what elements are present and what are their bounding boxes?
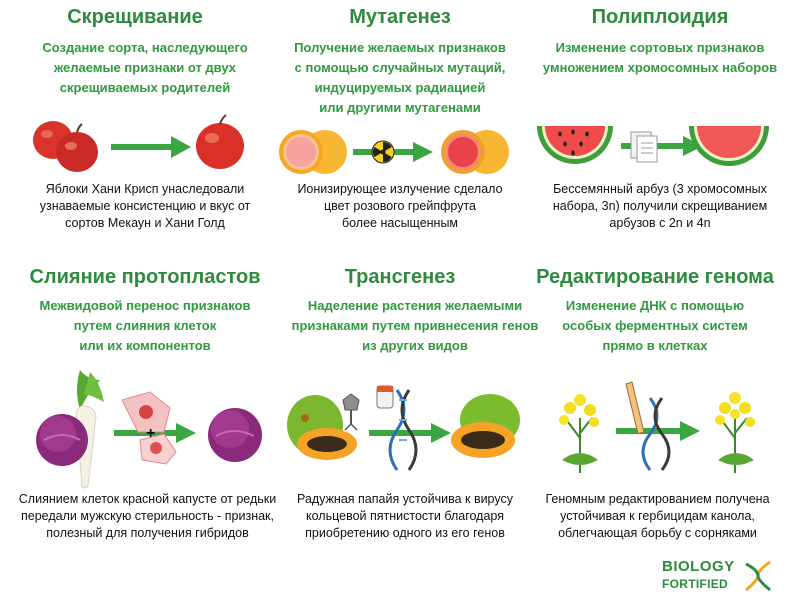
apple-icon — [196, 114, 244, 169]
caption-line: облегчающая борьбу с сорняками — [558, 526, 757, 540]
arrow-icon — [111, 136, 191, 158]
section-title-transgenesis: Трансгенез — [344, 266, 456, 288]
subtitle-line: из других видов — [362, 338, 468, 353]
subtitle-line: индуцируемых радиацией — [314, 80, 486, 95]
caption-line: узнаваемые консистенцию и вкус от — [39, 199, 251, 213]
dna-vial-icon — [376, 385, 418, 471]
grapefruit-red-icon — [441, 130, 509, 174]
caption-line: приобретению одного из его генов — [305, 526, 505, 540]
caption-line: полезный для получения гибридов — [46, 526, 249, 540]
section-caption-genome-editing: Геномным редактированием получена устойч… — [530, 491, 785, 542]
document-icon — [630, 131, 658, 163]
section-subtitle-protoplast-fusion: Межвидовой перенос признаков путем слиян… — [10, 296, 280, 356]
caption-line: кольцевой пятнистости благодаря — [306, 509, 504, 523]
section-subtitle-polyploidy: Изменение сортовых признаков умножением … — [530, 38, 790, 78]
polyploidy-illustration — [537, 126, 769, 166]
caption-line: Бессемянный арбуз (3 хромосомных — [553, 182, 767, 196]
subtitle-line: прямо в клетках — [602, 338, 708, 353]
section-subtitle-mutagenesis: Получение желаемых признаков с помощью с… — [265, 38, 535, 118]
section-subtitle-transgenesis: Наделение растения желаемыми признаками … — [280, 296, 550, 356]
section-subtitle-genome-editing: Изменение ДНК с помощью особых ферментны… — [525, 296, 785, 356]
caption-line: устойчивая к гербицидам канола, — [560, 509, 755, 523]
arrow-icon — [114, 423, 196, 443]
subtitle-line: скрещиваемых родителей — [59, 80, 231, 95]
subtitle-line: Наделение растения желаемыми — [307, 298, 523, 313]
section-title-polyploidy: Полиплоидия — [591, 6, 729, 28]
caption-line: цвет розового грейпфрута — [324, 199, 476, 213]
caption-line: Геномным редактированием получена — [545, 492, 770, 506]
crossing-illustration — [33, 114, 244, 172]
section-caption-protoplast-fusion: Слиянием клеток красной капусте от редьк… — [5, 491, 290, 542]
arrow-icon — [369, 423, 451, 443]
canola-icon — [559, 394, 599, 473]
section-title-genome-editing: Редактирование генома — [536, 266, 774, 288]
dna-logo-icon — [745, 560, 771, 592]
logo-line-1: BIOLOGY — [662, 558, 735, 575]
section-caption-crossing: Яблоки Хани Крисп унаследовали узнаваемы… — [5, 181, 285, 232]
caption-line: Радужная папайя устойчива к вирусу — [297, 492, 513, 506]
section-title-protoplast-fusion: Слияние протопластов — [29, 266, 261, 288]
apples-icon — [33, 121, 98, 172]
subtitle-line: умножением хромосомных наборов — [542, 60, 778, 75]
genome-editing-illustration — [559, 381, 755, 473]
transgenesis-illustration — [287, 385, 520, 471]
arrow-icon — [616, 421, 700, 441]
section-title-crossing: Скрещивание — [67, 6, 203, 28]
subtitle-line: Получение желаемых признаков — [294, 40, 506, 55]
subtitle-line: желаемые признаки от двух — [54, 60, 236, 75]
protoplast-fusion-illustration: + — [36, 370, 262, 489]
dna-pencil-icon — [625, 381, 671, 471]
radiation-icon — [371, 140, 395, 164]
seedless-watermelon-icon — [689, 126, 769, 166]
section-subtitle-crossing: Создание сорта, наследующего желаемые пр… — [5, 38, 285, 98]
cabbage-radish-icon — [36, 370, 104, 489]
caption-line: Яблоки Хани Крисп унаследовали — [45, 182, 245, 196]
cells-icon: + — [121, 391, 177, 465]
grapefruit-icon — [279, 130, 347, 174]
caption-line: передали мужскую стерильность - признак, — [21, 509, 274, 523]
subtitle-line: признаками путем привнесения генов — [291, 318, 539, 333]
papaya-icon — [451, 394, 520, 458]
canola-flower-icon — [715, 392, 755, 473]
subtitle-line: особых ферментных систем — [562, 318, 748, 333]
subtitle-line: или их компонентов — [79, 338, 211, 353]
papaya-virus-icon — [287, 393, 360, 460]
logo-line-2: FORTIFIED — [662, 577, 729, 591]
watermelon-icon — [537, 126, 613, 164]
caption-line: арбузов с 2n и 4n — [609, 216, 711, 230]
subtitle-line: с помощью случайных мутаций, — [294, 60, 506, 75]
section-title-mutagenesis: Мутагенез — [349, 6, 451, 28]
biology-fortified-logo: BIOLOGY FORTIFIED — [660, 558, 780, 598]
section-caption-mutagenesis: Ионизирующее излучение сделало цвет розо… — [275, 181, 525, 232]
subtitle-line: Изменение сортовых признаков — [555, 40, 765, 55]
subtitle-line: Создание сорта, наследующего — [42, 40, 248, 55]
caption-line: набора, 3n) получили скрещиванием — [552, 199, 768, 213]
mutagenesis-illustration — [279, 130, 509, 174]
section-caption-polyploidy: Бессемянный арбуз (3 хромосомных набора,… — [530, 181, 790, 232]
caption-line: Ионизирующее излучение сделало — [297, 182, 503, 196]
section-caption-transgenesis: Радужная папайя устойчива к вирусу кольц… — [280, 491, 530, 542]
subtitle-line: Межвидовой перенос признаков — [39, 298, 251, 313]
caption-line: Слиянием клеток красной капусте от редьк… — [18, 492, 277, 506]
caption-line: сортов Мекаун и Хани Голд — [65, 216, 225, 230]
subtitle-line: путем слияния клеток — [73, 318, 217, 333]
subtitle-line: или другими мутагенами — [319, 100, 481, 115]
red-cabbage-icon — [208, 408, 262, 462]
caption-line: более насыщенным — [341, 216, 459, 230]
svg-text:+: + — [146, 425, 155, 442]
subtitle-line: Изменение ДНК с помощью — [565, 298, 745, 313]
